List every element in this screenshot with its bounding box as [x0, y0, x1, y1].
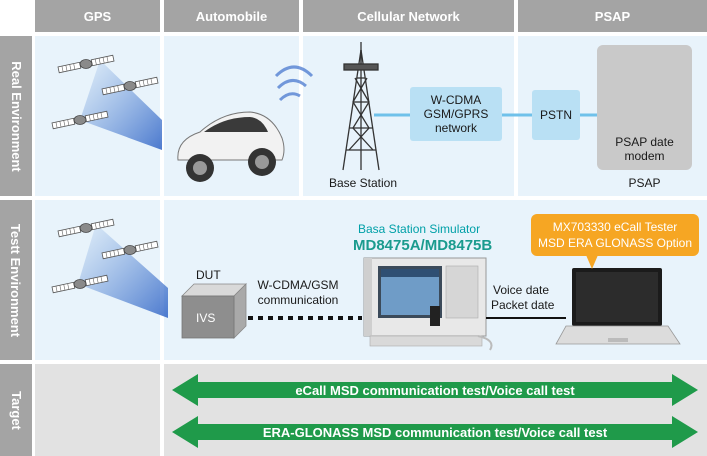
- laptop-icon: [555, 268, 681, 345]
- target-test1-label: eCall MSD communication test/Voice call …: [295, 383, 575, 398]
- network-line3: network: [434, 121, 478, 135]
- tester-callout: MX703330 eCall Tester MSD ERA GLONASS Op…: [531, 214, 699, 256]
- cell-tower-icon: [342, 42, 380, 171]
- comm-line2: communication: [257, 293, 339, 307]
- psap-label: PSAP: [628, 176, 661, 190]
- header-cellular-network: Cellular Network: [303, 0, 514, 32]
- double-arrow-era-glonass: [172, 416, 698, 448]
- psap-modem-box: [597, 45, 692, 170]
- psap-modem-line1: PSAP date: [615, 135, 674, 149]
- pstn-box: PSTN: [532, 90, 580, 140]
- cell-target-rest: [164, 364, 707, 456]
- network-line1: W-CDMA: [430, 93, 482, 107]
- comm-line1: W-CDMA/GSM: [257, 278, 339, 292]
- comm-label: W-CDMA/GSM communication: [250, 278, 346, 308]
- ivs-device-icon: [181, 283, 247, 339]
- callout-tail: [586, 255, 598, 269]
- simulator-instrument-icon: [363, 257, 493, 351]
- gps-signal-beam: [78, 224, 168, 318]
- double-arrow-ecall: [172, 374, 698, 406]
- network-box: W-CDMA GSM/GPRS network: [410, 87, 502, 141]
- header-gps: GPS: [35, 0, 160, 32]
- row-label-real: Real Environment: [0, 36, 32, 196]
- header-automobile: Automobile: [164, 0, 299, 32]
- tester-line1: MX703330 eCall Tester: [552, 220, 678, 234]
- cell-target-gps: [35, 364, 160, 456]
- wireless-waves-icon: [274, 65, 314, 102]
- target-test2-label: ERA-GLONASS MSD communication test/Voice…: [262, 425, 608, 440]
- psap-modem-label: PSAP date modem: [597, 135, 692, 163]
- gps-signal-beam: [80, 60, 162, 150]
- ivs-label: IVS: [196, 311, 216, 325]
- header-psap: PSAP: [518, 0, 707, 32]
- base-station-label: Base Station: [328, 176, 398, 190]
- tester-line2: MSD ERA GLONASS Option: [537, 236, 693, 250]
- row-label-target: Target: [0, 364, 32, 456]
- dut-label: DUT: [196, 268, 221, 282]
- simulator-name: Basa Station Simulator: [358, 222, 481, 236]
- simulator-model: MD8475A/MD8475B: [353, 237, 493, 254]
- packet-date-label: Packet date: [491, 298, 555, 312]
- network-line2: GSM/GPRS: [423, 107, 489, 121]
- psap-modem-line2: modem: [624, 149, 665, 163]
- car-icon: [177, 111, 285, 182]
- row-label-test: Testt Environment: [0, 200, 32, 360]
- voice-date-label: Voice date: [493, 283, 550, 297]
